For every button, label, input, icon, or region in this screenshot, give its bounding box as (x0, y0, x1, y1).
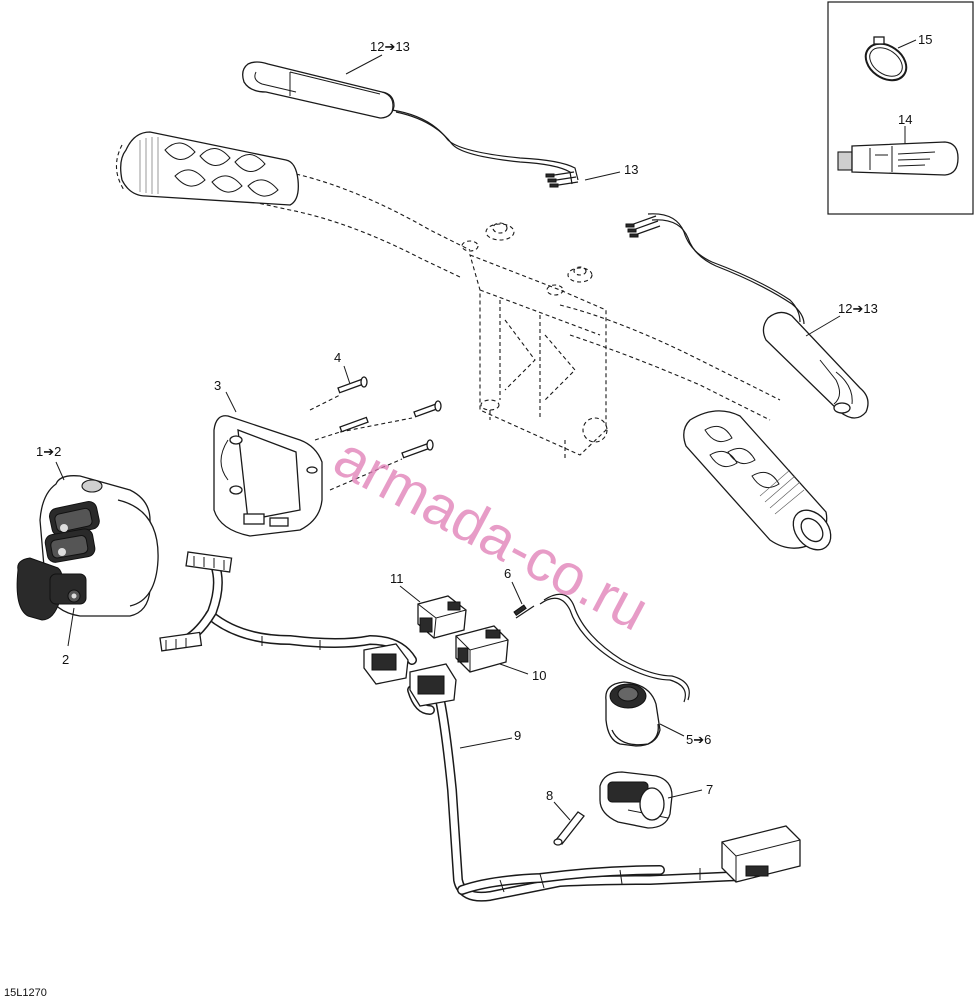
switch-part-7 (599, 771, 673, 829)
grease-tube-part-14 (837, 141, 959, 176)
connector-part-10 (455, 625, 509, 673)
connector-harness-left-top (185, 551, 233, 573)
switch-housing-part-3 (213, 415, 323, 537)
callout-1-2: 1➔2 (36, 444, 61, 459)
pin-part-8 (553, 811, 585, 846)
watermark-text: armada-co.ru (324, 424, 659, 643)
callout-4: 4 (334, 350, 341, 365)
figure-reference: 15L1270 (4, 987, 47, 999)
callout-7: 7 (706, 782, 713, 797)
callout-10: 10 (532, 668, 546, 683)
connector-pins-part-13-right (625, 215, 661, 238)
connector-harness-middle-2 (409, 663, 457, 707)
handlebar-switch-part-1 (16, 475, 159, 621)
callout-12-13-top: 12➔13 (370, 39, 410, 54)
connector-pins-part-13-top (545, 171, 579, 188)
grip-heater-right-part-12 (762, 311, 869, 419)
clamp-part-15 (864, 36, 908, 82)
callout-5-6: 5➔6 (686, 732, 711, 747)
inset-panel: 15 14 (827, 1, 974, 215)
switch-part-5 (605, 681, 661, 747)
callout-9: 9 (514, 728, 521, 743)
callout-2: 2 (62, 652, 69, 667)
callout-13-top: 13 (624, 162, 638, 177)
callout-14: 14 (898, 112, 912, 127)
module-connector-harness-end (721, 825, 801, 883)
grip-right (683, 410, 832, 551)
connector-harness-middle-1 (363, 643, 409, 685)
handlebar-riser (461, 222, 608, 460)
terminal-part-6 (513, 593, 690, 703)
screws-part-4 (309, 376, 442, 491)
handlebar-phantom (129, 134, 781, 421)
grip-heater-left-part-12 (242, 61, 395, 119)
callout-11: 11 (390, 571, 404, 586)
callout-3: 3 (214, 378, 221, 393)
connector-part-11 (417, 595, 467, 639)
callout-12-13-right: 12➔13 (838, 301, 878, 316)
connector-harness-left-bottom (159, 631, 203, 652)
callout-8: 8 (546, 788, 553, 803)
callout-15: 15 (918, 32, 932, 47)
grip-left (115, 131, 299, 206)
callout-6: 6 (504, 566, 511, 581)
